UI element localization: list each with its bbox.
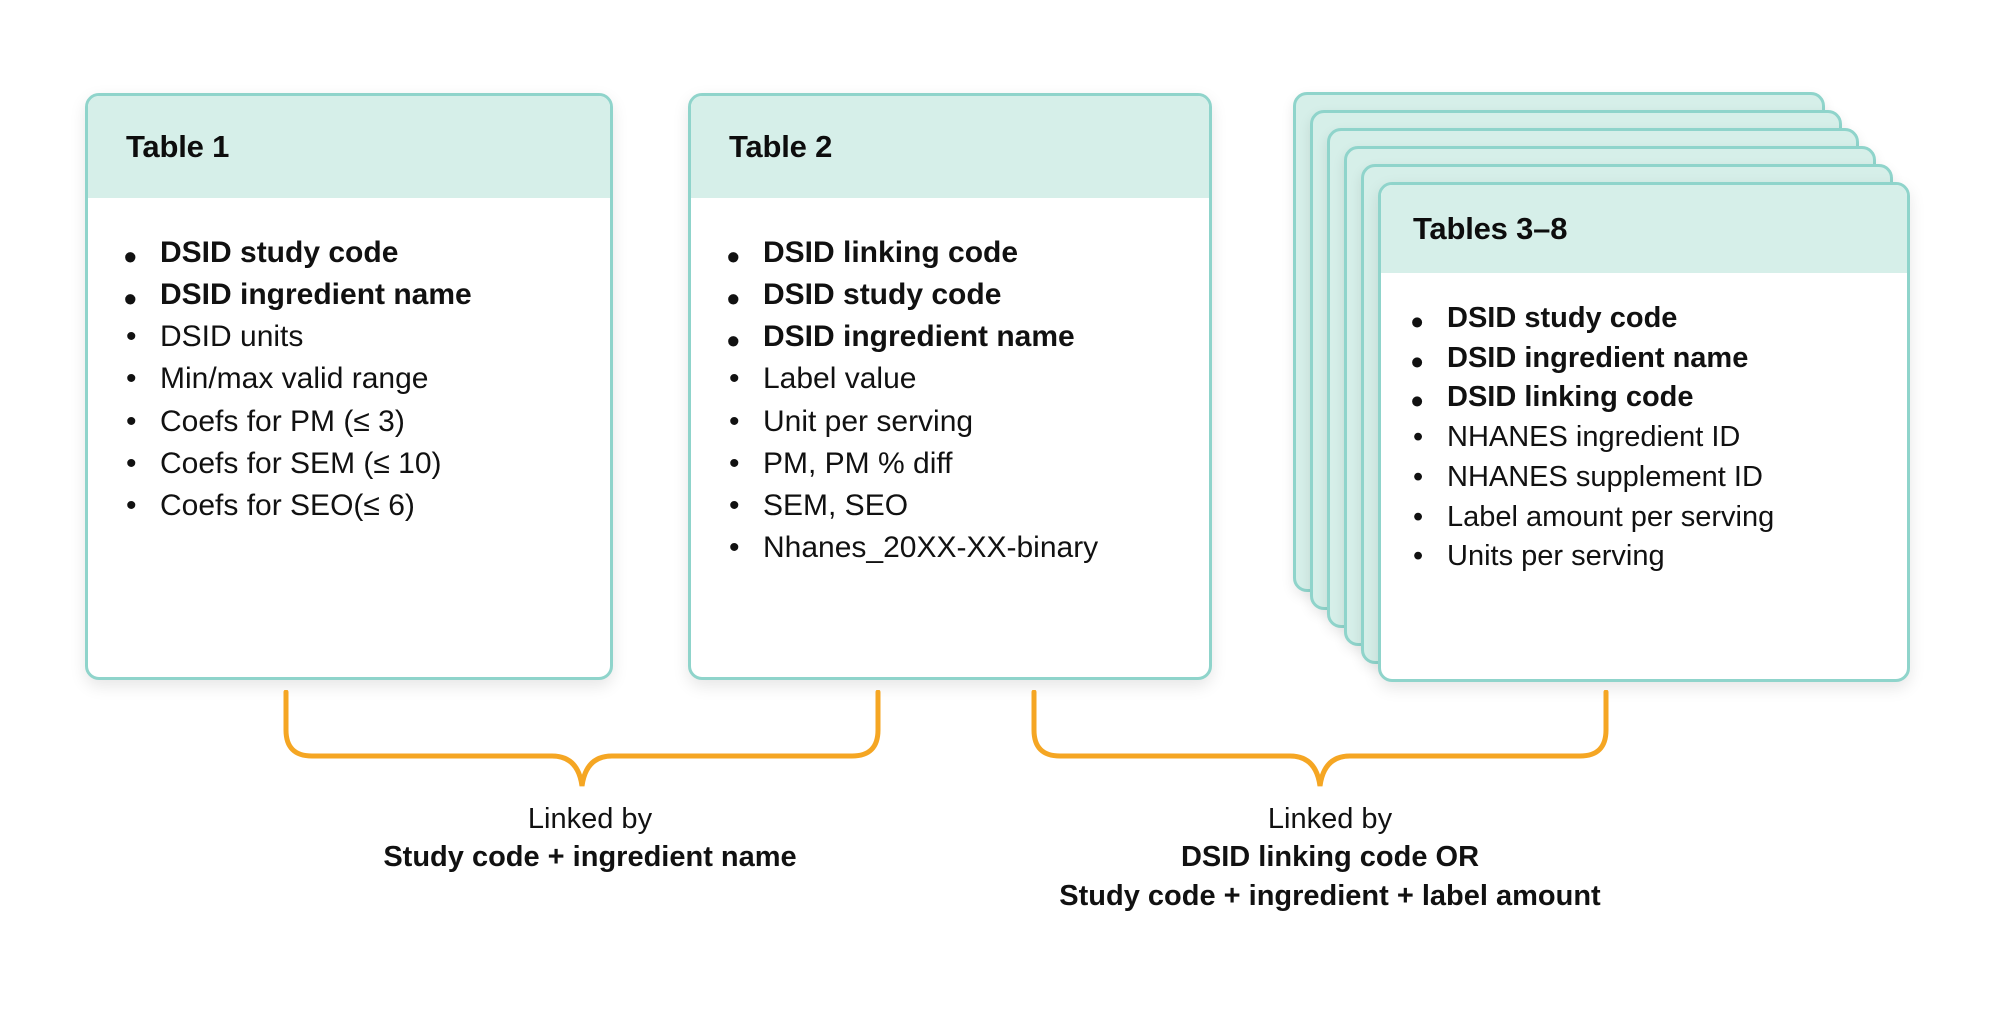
card-table-2-body: DSID linking code DSID study code DSID i… — [691, 198, 1209, 596]
card-tables-3-8: Tables 3–8 DSID study code DSID ingredie… — [1378, 182, 1910, 682]
card-table-1-title: Table 1 — [126, 129, 230, 164]
card-table-1: Table 1 DSID study code DSID ingredient … — [85, 93, 613, 680]
list-item: Nhanes_20XX-XX-binary — [725, 527, 1183, 569]
list-item: DSID ingredient name — [725, 316, 1183, 367]
brace-right-icon — [1030, 690, 1610, 790]
list-item: DSID ingredient name — [1409, 339, 1887, 387]
card-table-1-body: DSID study code DSID ingredient name DSI… — [88, 198, 610, 553]
list-item: DSID study code — [1409, 299, 1887, 347]
link-label-right-key-1: DSID linking code OR — [1180, 841, 1480, 874]
card-tables-3-8-field-list: DSID study code DSID ingredient name DSI… — [1409, 299, 1887, 577]
card-table-1-header: Table 1 — [88, 96, 610, 198]
link-label-left: Linked by Study code + ingredient name — [290, 800, 890, 877]
card-tables-3-8-header: Tables 3–8 — [1381, 185, 1907, 273]
card-tables-3-8-body: DSID study code DSID ingredient name DSI… — [1381, 273, 1907, 598]
list-item: DSID units — [122, 316, 584, 358]
list-item: DSID ingredient name — [122, 274, 584, 325]
link-label-left-key-1: Study code + ingredient name — [383, 841, 797, 874]
list-item: Label amount per serving — [1409, 498, 1887, 538]
brace-left-icon — [282, 690, 882, 790]
list-item: DSID study code — [725, 274, 1183, 325]
card-table-2: Table 2 DSID linking code DSID study cod… — [688, 93, 1212, 680]
card-table-2-title: Table 2 — [729, 129, 833, 164]
list-item: Coefs for SEM (≤ 10) — [122, 443, 584, 485]
card-tables-3-8-title: Tables 3–8 — [1413, 211, 1568, 246]
list-item: PM, PM % diff — [725, 443, 1183, 485]
card-table-2-field-list: DSID linking code DSID study code DSID i… — [725, 232, 1183, 569]
link-label-right-lead: Linked by — [1267, 803, 1393, 835]
link-label-right: Linked by DSID linking code OR Study cod… — [1000, 800, 1660, 915]
list-item: Coefs for PM (≤ 3) — [122, 401, 584, 443]
list-item: NHANES supplement ID — [1409, 458, 1887, 498]
list-item: Min/max valid range — [122, 358, 584, 400]
list-item: DSID study code — [122, 232, 584, 283]
list-item: DSID linking code — [725, 232, 1183, 283]
card-table-1-field-list: DSID study code DSID ingredient name DSI… — [122, 232, 584, 527]
link-label-right-key-2: Study code + ingredient + label amount — [1059, 879, 1601, 912]
list-item: DSID linking code — [1409, 378, 1887, 426]
list-item: Units per serving — [1409, 537, 1887, 577]
card-stack-tables-3-8: Tables 3–8 DSID study code DSID ingredie… — [1293, 92, 1913, 684]
list-item: SEM, SEO — [725, 485, 1183, 527]
link-label-left-lead: Linked by — [527, 803, 653, 835]
list-item: Unit per serving — [725, 401, 1183, 443]
list-item: Coefs for SEO(≤ 6) — [122, 485, 584, 527]
list-item: NHANES ingredient ID — [1409, 418, 1887, 458]
list-item: Label value — [725, 358, 1183, 400]
card-table-2-header: Table 2 — [691, 96, 1209, 198]
